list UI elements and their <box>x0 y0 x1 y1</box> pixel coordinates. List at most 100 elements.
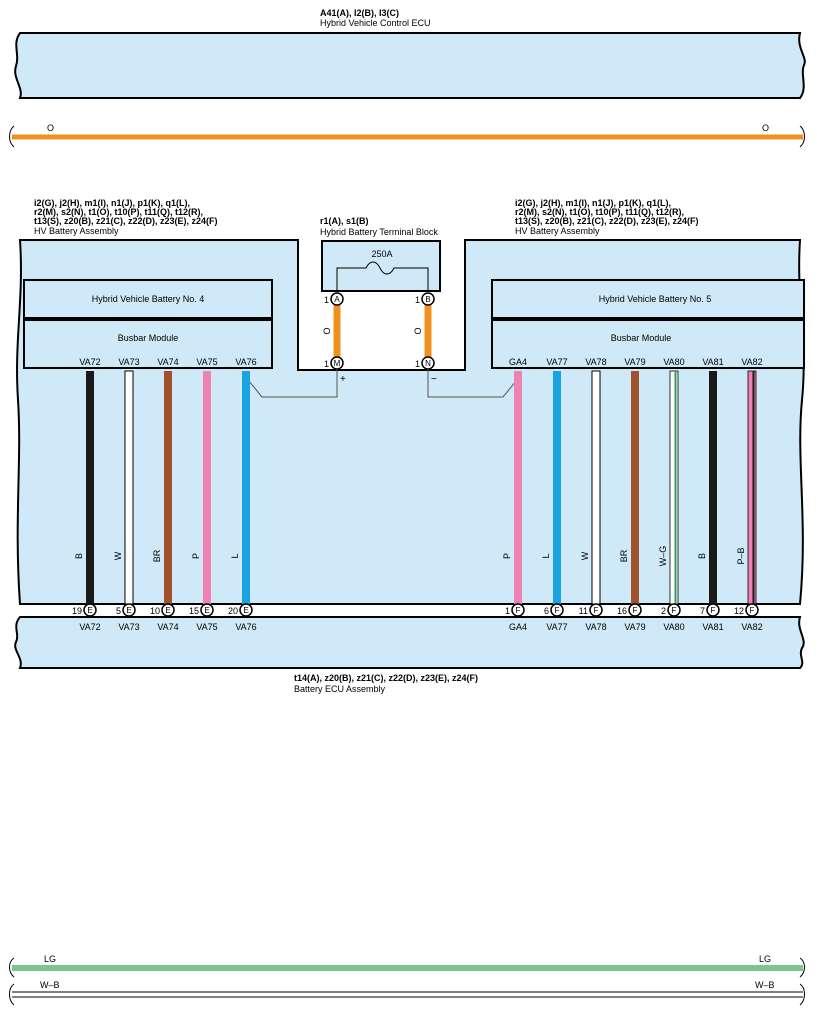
lg-bus-left-label: LG <box>44 954 56 964</box>
hv-right-codes-3: t13(S), z20(B), z21(C), z22(D), z23(E), … <box>515 216 699 226</box>
right-wire-top-label: VA80 <box>663 357 684 367</box>
right-pin-number: 6 <box>544 606 549 616</box>
minus-connection-line <box>427 369 522 398</box>
right-wire-top-label: VA82 <box>741 357 762 367</box>
right-connector-circle <box>511 603 525 617</box>
right-wire-VA78 <box>591 370 601 605</box>
right-wire-color-code: W <box>580 551 590 560</box>
right-connector-circle <box>706 603 720 617</box>
right-wire-bottom-label: VA77 <box>546 622 567 632</box>
right-wire-bottom-label: VA78 <box>585 622 606 632</box>
right-wire-GA4 <box>514 371 522 604</box>
left-wire-bottom-label: VA75 <box>196 622 217 632</box>
plus-sign: + <box>340 374 346 385</box>
fuse-icon <box>336 261 429 291</box>
hv-left-codes-1: i2(G), j2(H), m1(I), n1(J), p1(K), q1(L)… <box>34 198 190 208</box>
left-wire-VA73 <box>124 370 134 605</box>
left-wire-color-code: P <box>191 553 201 559</box>
top-ecu-panel <box>14 32 806 99</box>
left-connector-circle <box>83 603 97 617</box>
lg-bus-left-break <box>9 957 15 978</box>
left-wire-VA76 <box>242 371 250 604</box>
hv-right-codes-2: r2(M), s2(N), t1(O), t10(P), t11(Q), t12… <box>515 207 684 217</box>
hv-battery-no5-box <box>491 279 805 319</box>
battery-ecu-codes: t14(A), z20(B), z21(C), z22(D), z23(E), … <box>294 673 478 683</box>
left-connector-circle <box>161 603 175 617</box>
pin-n-letter: N <box>425 359 431 368</box>
left-pin-number: 15 <box>189 606 199 616</box>
left-connector-letter: E <box>204 606 209 615</box>
right-wire-top-label: VA81 <box>702 357 723 367</box>
pin-b-letter: B <box>425 295 430 304</box>
plus-connection-line <box>243 369 338 398</box>
right-connector-circle <box>667 603 681 617</box>
wb-bus-right-break <box>799 983 805 1006</box>
terminal-wire-b-color: O <box>413 327 423 334</box>
right-connector-letter: F <box>594 606 599 615</box>
terminal-block-name: Hybrid Battery Terminal Block <box>320 227 438 237</box>
hv-battery-no4-label: Hybrid Vehicle Battery No. 4 <box>92 294 205 304</box>
minus-sign: − <box>431 374 437 385</box>
right-pin-number: 2 <box>661 606 666 616</box>
right-wire-color-code: P <box>502 553 512 559</box>
right-wire-stripe-VA82 <box>752 371 755 604</box>
right-wire-color-code: BR <box>619 549 629 562</box>
right-wire-VA77 <box>553 371 561 604</box>
left-wire-bottom-label: VA73 <box>118 622 139 632</box>
terminal-wire-a-color: O <box>322 327 332 334</box>
right-connector-letter: F <box>711 606 716 615</box>
right-connector-circle <box>550 603 564 617</box>
left-connector-letter: E <box>165 606 170 615</box>
right-connector-circle <box>628 603 642 617</box>
fuse-rating: 250A <box>371 249 392 259</box>
left-wire-bottom-label: VA72 <box>79 622 100 632</box>
terminal-block-codes: r1(A), s1(B) <box>320 216 369 226</box>
left-pin-number: 10 <box>150 606 160 616</box>
right-wire-VA81 <box>709 371 717 604</box>
hv-right-codes-1: i2(G), j2(H), m1(I), n1(J), p1(K), q1(L)… <box>515 198 671 208</box>
pin-n-number: 1 <box>415 359 420 369</box>
right-wire-color-code: P–B <box>736 547 746 564</box>
left-pin-number: 5 <box>116 606 121 616</box>
left-pin-number: 20 <box>228 606 238 616</box>
right-wire-bottom-label: VA79 <box>624 622 645 632</box>
hv-right-name: HV Battery Assembly <box>515 226 600 236</box>
right-pin-number: 7 <box>700 606 705 616</box>
wb-bus-left-label: W–B <box>40 980 60 990</box>
right-pin-number: 11 <box>579 606 588 616</box>
right-connector-letter: F <box>516 606 521 615</box>
top-bus-left-break <box>9 125 15 148</box>
hv-left-codes-2: r2(M), s2(N), t1(O), t10(P), t11(Q), t12… <box>34 207 203 217</box>
left-wire-top-label: VA74 <box>157 357 178 367</box>
hv-left-codes-3: t13(S), z20(B), z21(C), z22(D), z23(E), … <box>34 216 218 226</box>
top-ecu-name: Hybrid Vehicle Control ECU <box>320 18 431 28</box>
left-connector-letter: E <box>243 606 248 615</box>
pin-a-letter: A <box>334 295 340 304</box>
left-wire-top-label: VA75 <box>196 357 217 367</box>
right-wire-bottom-label: VA82 <box>741 622 762 632</box>
top-bus-right-break <box>799 125 805 148</box>
left-wire-color-code: W <box>113 551 123 560</box>
right-wire-VA80 <box>669 370 679 605</box>
right-connector-letter: F <box>672 606 677 615</box>
left-wire-VA72 <box>86 371 94 604</box>
right-wire-color-code: W–G <box>658 546 668 567</box>
hv-battery-no4-box <box>23 279 273 319</box>
right-wire-top-label: VA77 <box>546 357 567 367</box>
left-connector-circle <box>200 603 214 617</box>
left-pin-number: 19 <box>72 606 82 616</box>
pin-b-number: 1 <box>415 295 420 305</box>
pin-a-circle <box>330 292 344 306</box>
left-wire-top-label: VA73 <box>118 357 139 367</box>
right-connector-circle <box>745 603 759 617</box>
right-wire-stripe-VA80 <box>674 371 677 604</box>
lg-bus-right-label: LG <box>759 954 771 964</box>
left-wire-bottom-label: VA74 <box>157 622 178 632</box>
pin-a-number: 1 <box>324 295 329 305</box>
battery-ecu-panel <box>14 616 805 669</box>
right-wire-VA79 <box>631 371 639 604</box>
top-bus-right-label: O <box>762 123 769 133</box>
right-pin-number: 12 <box>734 606 744 616</box>
busbar-module-left-label: Busbar Module <box>118 333 179 343</box>
